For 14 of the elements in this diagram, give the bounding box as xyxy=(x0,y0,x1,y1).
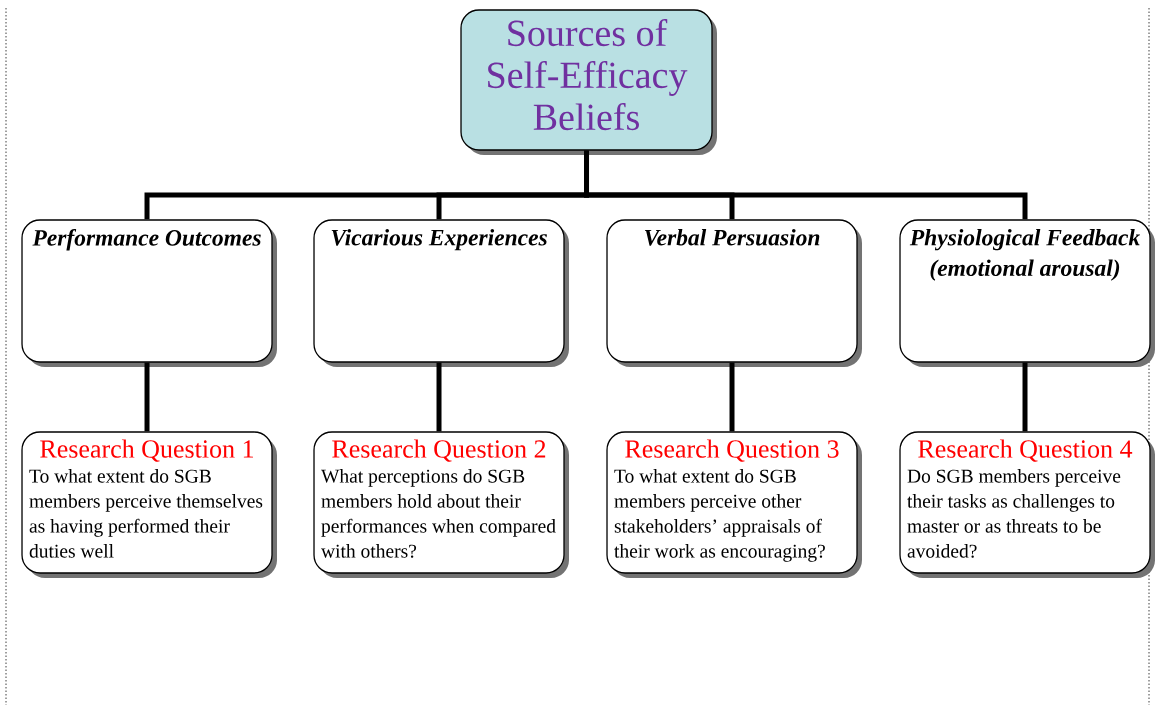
title-box: Sources of Self-Efficacy Beliefs xyxy=(460,9,717,155)
question-box: Research Question 1 To what extent do SGB members perceive themselves as having performed their duties well xyxy=(21,431,277,578)
connector-line xyxy=(584,150,1028,220)
connector-line xyxy=(436,362,442,432)
category-box: Performance Outcomes xyxy=(21,219,277,367)
connector-line xyxy=(144,362,150,432)
question-box: Research Question 3 To what extent do SGB members perceive other stakeholders’ appraisals of their work as encouraging? xyxy=(606,431,862,578)
question-box: Research Question 2 What perceptions do SGB members hold about their performances when compared with others? xyxy=(313,431,569,578)
category-box: Physiological Feedback (emotional arousal) xyxy=(899,219,1155,367)
connector-line xyxy=(729,362,735,432)
category-box: Vicarious Experiences xyxy=(313,219,569,367)
question-box: Research Question 4 Do SGB members perceive their tasks as challenges to master or as threats to be avoided? xyxy=(899,431,1155,578)
category-box: Verbal Persuasion xyxy=(606,219,862,367)
connector-line xyxy=(1022,362,1028,432)
